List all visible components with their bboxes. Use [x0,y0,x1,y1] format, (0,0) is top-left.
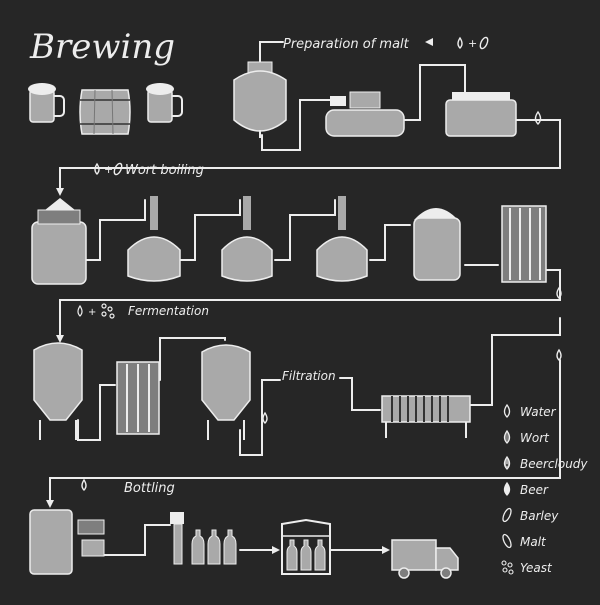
legend-label: Wort [520,431,550,445]
bottling-input-symbol [81,478,87,491]
malt-steeping-tank [233,61,287,138]
legend-label: Beer [520,483,549,497]
germination-vessel [325,91,405,137]
barrel-icon [79,89,131,135]
bottle-filler [170,512,184,565]
wort-cooler [501,205,547,283]
legend-item: Beercloudy [503,455,588,471]
bottle-crate [281,518,331,575]
yeast-separator [116,361,160,435]
malt-input-symbols: + [457,36,489,50]
svg-text:+: + [88,307,96,318]
stage-label-filtration: Filtration [282,369,336,383]
wort-storage-tank [413,208,461,281]
flow-drop-markers [262,110,562,424]
stage-label-bottling: Bottling [124,481,175,496]
legend-item: Malt [502,533,547,549]
malt-grain-icon [502,533,512,549]
barley-grain-icon [502,507,512,523]
beer-drop-icon [503,481,511,496]
process-pipes [49,41,561,556]
beer-cloudy-drop-icon [503,455,511,470]
legend-label: Beercloudy [520,457,588,471]
mash-tun [31,198,87,285]
maturation-tank [201,344,251,440]
legend-item: Water [503,403,557,419]
legend-label: Barley [520,509,559,523]
legend-label: Water [520,405,557,419]
stage-label-boiling: Wort boiling [125,163,204,178]
bright-beer-tank [29,509,105,575]
svg-text:+: + [468,37,477,50]
legend-item: Wort [503,429,550,445]
filter-press [381,395,471,438]
delivery-truck-icon [391,539,459,579]
wort-kettle [221,196,273,282]
filled-bottles [191,529,237,565]
fermentation-tank [33,342,83,440]
beer-mug-right-icon [146,83,183,123]
legend-item: Barley [502,507,559,523]
svg-text:+: + [104,163,113,176]
fermentation-input-symbols: + [77,303,115,319]
water-drop-icon [503,403,511,418]
legend-label: Malt [520,535,547,549]
beer-mug-left-icon [28,83,65,123]
yeast-icon [501,560,514,575]
legend-label: Yeast [520,561,553,575]
wort-drop-icon [503,429,511,444]
wort-input-symbols: + [94,162,123,176]
whirlpool-tank [316,196,368,282]
stage-label-fermentation: Fermentation [128,304,209,318]
lauter-tun [127,196,181,282]
stage-label-malt: Preparation of malt [283,37,410,52]
diagram-title: Brewing [29,27,175,67]
kiln-dryer [445,92,517,137]
legend-item: Yeast [501,560,553,575]
legend-item: Beer [503,481,549,497]
